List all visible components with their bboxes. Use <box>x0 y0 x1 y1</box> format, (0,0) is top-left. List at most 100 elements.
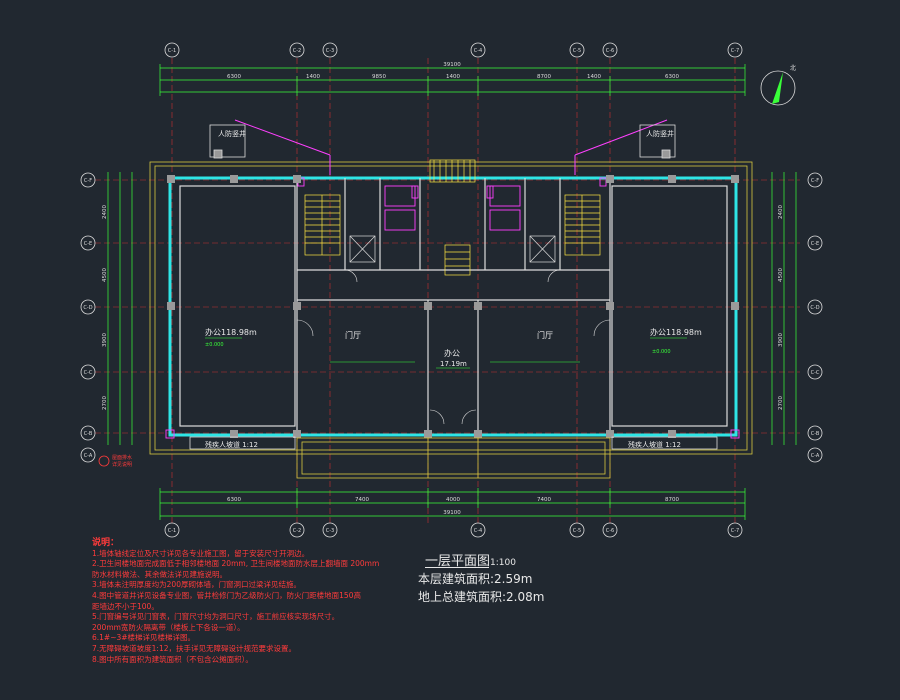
design-notes: 说明： 1.墙体轴线定位及尺寸详见各专业施工图，留于安装尺寸开洞边。 2.卫生间… <box>92 538 512 665</box>
notes-line-5: 4.图中管道井详见设备专业图，管井检修门为乙级防火门，防火门距楼地面150高 <box>92 590 361 600</box>
label-shelter-left: 人防竖井 <box>218 129 246 138</box>
dim-side-3: 3900 <box>102 333 108 347</box>
plan-title-underline <box>425 567 489 568</box>
axis-label-right-5: C-B <box>811 431 820 437</box>
axis-label-top-6: C-6 <box>606 48 614 54</box>
dim-overall-bottom: 39100 <box>443 510 461 516</box>
stair-center <box>429 159 476 276</box>
axis-label-bottom-6: C-6 <box>606 528 614 534</box>
room-lobby-left: 门厅 <box>345 330 361 340</box>
label-ramp-left: 残疾人坡道 1:12 <box>205 440 258 449</box>
axis-label-right-3: C-D <box>810 305 819 311</box>
floor-area-value: 2.59m <box>494 572 533 586</box>
room-office-right: 办公118.98m <box>650 327 702 337</box>
entrance-canopy <box>296 437 611 479</box>
floor-area-label: 本层建筑面积: <box>418 572 495 586</box>
dim-top-6: 1400 <box>587 74 601 80</box>
axis-label-right-4: C-C <box>811 370 820 376</box>
door-swings <box>296 269 611 425</box>
axis-bubbles-top <box>164 42 743 58</box>
dim-bottom-2: 7400 <box>355 497 369 503</box>
elevation-left: ±0.000 <box>205 342 224 348</box>
axis-label-bottom-5: C-5 <box>573 528 581 534</box>
total-area-label: 地上总建筑面积: <box>418 590 507 604</box>
axis-label-bottom-3: C-3 <box>326 528 334 534</box>
axis-label-left-1: C-F <box>84 178 92 184</box>
flag-note-line2: 详见说明 <box>112 461 132 468</box>
dim-side-1: 2400 <box>102 205 108 219</box>
dim-side-4: 2700 <box>102 396 108 410</box>
axis-bubbles-right <box>807 172 823 463</box>
dim-bottom-3: 4000 <box>446 497 460 503</box>
annotation-leaders <box>205 337 687 369</box>
dim-side-2: 4500 <box>102 268 108 282</box>
axis-label-bottom-2: C-2 <box>293 528 301 534</box>
notes-line-11: 8.图中所有面积为建筑面积（不包含公摊面积）。 <box>92 654 253 664</box>
plan-title-scale: 1:100 <box>490 558 516 568</box>
notes-line-9: 6.1#~3#楼梯详见楼梯详图。 <box>92 633 196 643</box>
stair-right <box>564 194 601 256</box>
dim-bottom-4: 7400 <box>537 497 551 503</box>
notes-line-8: 200mm宽防火隔离带（楼板上下各设一道）。 <box>92 622 245 632</box>
elevation-right: ±0.000 <box>652 349 671 355</box>
dim-side-r3: 3900 <box>778 333 784 347</box>
side-dimension-lines <box>107 172 797 445</box>
label-ramp-right: 残疾人坡道 1:12 <box>628 440 681 449</box>
dim-side-r1: 2400 <box>778 205 784 219</box>
axis-label-bottom-1: C-1 <box>168 528 176 534</box>
shelter-shaft-leaders <box>234 119 668 175</box>
dim-top-2: 1400 <box>306 74 320 80</box>
dim-side-r2: 4500 <box>778 268 784 282</box>
axis-bubbles-left <box>80 172 96 463</box>
room-office-left: 办公118.98m <box>205 327 257 337</box>
accessible-ramps <box>189 436 718 450</box>
shelter-shafts <box>209 124 676 159</box>
total-area: 地上总建筑面积:2.08m <box>418 588 544 605</box>
dim-top-7: 6300 <box>665 74 679 80</box>
total-area-value: 2.08m <box>506 590 545 604</box>
notes-heading: 说明： <box>92 538 120 548</box>
bottom-dimension-lines <box>159 488 746 520</box>
axis-label-left-4: C-C <box>84 370 93 376</box>
axis-label-top-7: C-7 <box>731 48 739 54</box>
dim-bottom-5: 8700 <box>665 497 679 503</box>
axis-label-bottom-7: C-7 <box>731 528 739 534</box>
toilet-fixtures <box>165 177 740 439</box>
flag-note-line1: 屋面排水 <box>112 454 132 461</box>
top-dimension-lines <box>159 64 746 96</box>
structural-columns <box>167 175 739 438</box>
svg-text:北: 北 <box>790 64 796 72</box>
axis-label-bottom-4: C-4 <box>474 528 482 534</box>
notes-line-3: 防水材料做法、其余做法详见建施说明。 <box>92 569 227 579</box>
axis-label-right-2: C-E <box>811 241 819 247</box>
drainage-note-flag: 屋面排水 详见说明 <box>98 454 132 468</box>
axis-label-top-2: C-2 <box>293 48 301 54</box>
dim-overall-top: 39100 <box>443 62 461 68</box>
dim-top-5: 8700 <box>537 74 551 80</box>
notes-line-6: 距墙边不小于100。 <box>92 601 159 611</box>
plan-title: 一层平面图1:100 <box>425 550 516 569</box>
axis-label-right-1: C-F <box>811 178 819 184</box>
dim-side-r4: 2700 <box>778 396 784 410</box>
dim-bottom-1: 6300 <box>227 497 241 503</box>
dim-top-1: 6300 <box>227 74 241 80</box>
room-office-center: 办公 <box>444 348 460 358</box>
axis-label-top-4: C-4 <box>474 48 482 54</box>
axis-bubbles-bottom <box>164 522 743 538</box>
axis-label-left-3: C-D <box>83 305 92 311</box>
plan-title-text: 一层平面图 <box>425 554 491 569</box>
axis-label-right-6: C-A <box>811 453 820 459</box>
notes-line-10: 7.无障碍坡道坡度1:12，扶手详见无障碍设计规范要求设置。 <box>92 643 296 653</box>
floor-area: 本层建筑面积:2.59m <box>418 570 532 587</box>
axis-label-top-3: C-3 <box>326 48 334 54</box>
elevator-shafts <box>349 235 556 263</box>
room-lobby-right: 门厅 <box>537 330 553 340</box>
notes-line-7: 5.门窗编号详见门窗表，门窗尺寸均为洞口尺寸，施工前应核实现场尺寸。 <box>92 612 340 622</box>
axis-label-left-6: C-A <box>84 453 93 459</box>
notes-line-2: 2.卫生间楼地面完成面低于相邻楼地面 20mm, 卫生间楼地面防水层上翻墙面 2… <box>92 559 380 569</box>
notes-line-4: 3.墙体未注明厚度均为200厚砌体墙，门窗洞口过梁详见结施。 <box>92 580 301 590</box>
label-shelter-right: 人防竖井 <box>646 129 674 138</box>
north-arrow-icon: 北 <box>760 64 796 106</box>
terrace-outline <box>149 161 753 455</box>
